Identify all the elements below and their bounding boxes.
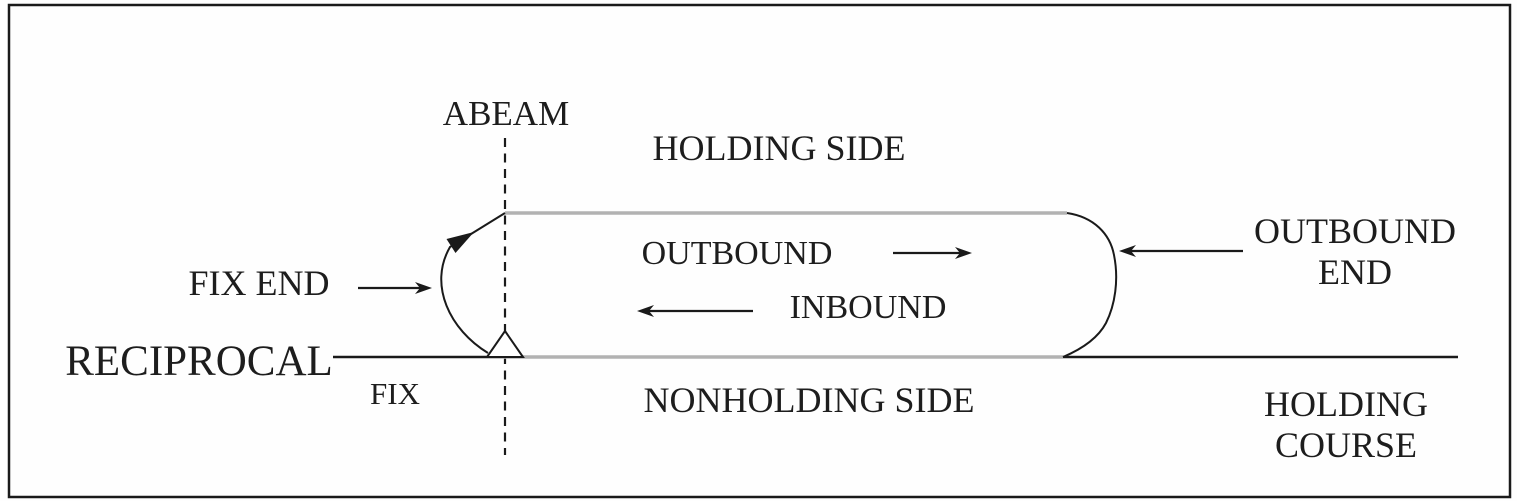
inbound-label: INBOUND (789, 289, 947, 326)
inbound-arrow-icon (637, 305, 753, 317)
holding-course-label-line1: HOLDING (1264, 384, 1428, 424)
fix-label: FIX (370, 376, 420, 411)
holding-course-label: HOLDING COURSE (1264, 384, 1428, 466)
outbound-end-label-line1: OUTBOUND (1254, 211, 1456, 251)
nonholding-side-label: NONHOLDING SIDE (643, 380, 975, 420)
holding-side-label: HOLDING SIDE (652, 128, 906, 168)
fix-end-turn-arc (440, 212, 506, 354)
outbound-end-label-line2: END (1318, 252, 1392, 292)
fix-end-label: FIX END (188, 263, 330, 303)
fix-triangle-icon (485, 329, 525, 358)
outbound-end-label: OUTBOUND END (1254, 211, 1456, 293)
outbound-end-arrow-icon (1119, 245, 1243, 257)
fix-end-arrow-icon (358, 282, 432, 294)
turn-direction-arrowhead-icon (446, 232, 474, 253)
outbound-arrow-icon (893, 247, 972, 259)
outbound-label: OUTBOUND (641, 235, 833, 272)
reciprocal-label: RECIPROCAL (65, 338, 333, 385)
outbound-end-turn-arc (1062, 212, 1118, 358)
abeam-label: ABEAM (442, 94, 570, 133)
holding-course-label-line2: COURSE (1274, 425, 1418, 465)
diagram-border (7, 3, 1512, 499)
